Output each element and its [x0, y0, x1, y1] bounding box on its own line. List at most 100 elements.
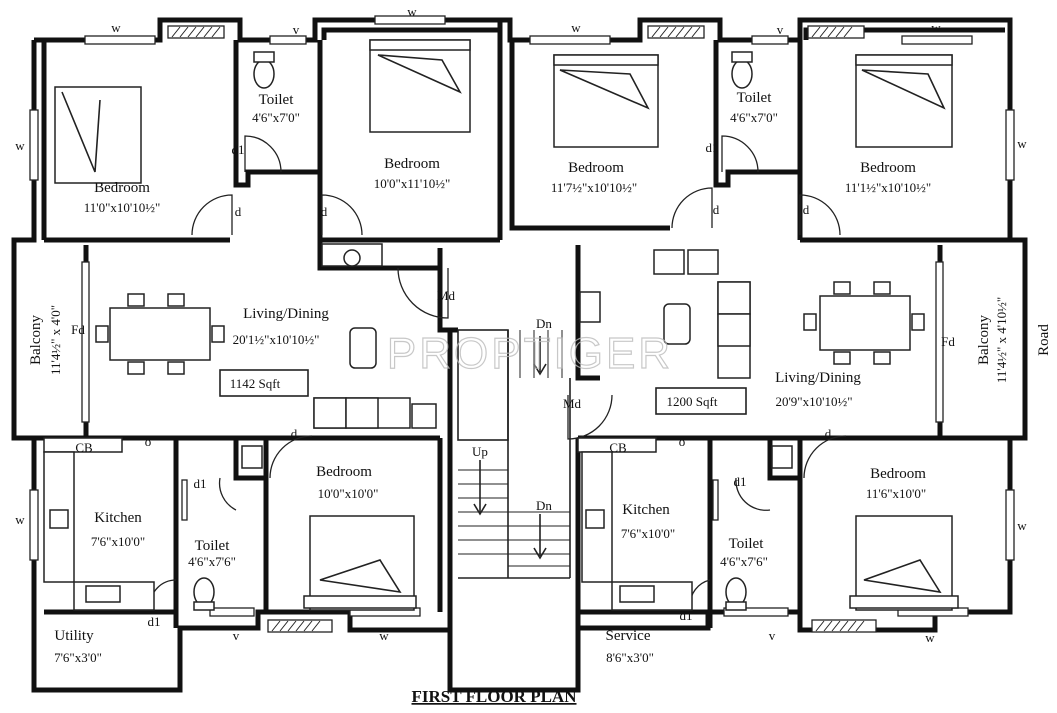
tag-fd-2: Fd [941, 334, 955, 349]
tag-v-3: v [233, 628, 240, 643]
kitchen-left-size: 7'6"x10'0" [91, 534, 145, 549]
toilet-top-right-name: Toilet [737, 90, 773, 106]
bedroom-mid-name: Bedroom [568, 160, 624, 176]
left-area-text: 1142 Sqft [230, 376, 281, 391]
bedroom-left-name: Bedroom [94, 180, 150, 196]
tag-d1-4: d1 [734, 474, 747, 489]
tag-cb-1: CB [75, 440, 93, 455]
right-unit-labels: Bedroom 11'7½"x10'10½" Toilet 4'6"x7'0" … [551, 90, 1009, 665]
bedroom-mid-size: 11'7½"x10'10½" [551, 180, 637, 195]
wc-top-right-icon [731, 59, 753, 89]
living-left-name: Living/Dining [243, 306, 329, 322]
tag-d1-2: d1 [706, 140, 719, 155]
bed-bottom-right-icon [855, 515, 953, 611]
tag-d1-6: d1 [680, 608, 693, 623]
chair-right-icon [663, 303, 691, 345]
toilet-top-right-size: 4'6"x7'0" [730, 110, 778, 125]
balcony-right-size: 11'4½" x 4'10½" [994, 297, 1009, 383]
toilet-bottom-left-name: Toilet [195, 538, 231, 554]
dining-table-left-icon [109, 307, 211, 361]
tag-d-3: d [713, 202, 720, 217]
tag-w-5: w [15, 138, 25, 153]
kitchen-cabinet-right-icon [577, 437, 657, 453]
toilet-bottom-right-name: Toilet [729, 536, 765, 552]
bed-top-left-icon [369, 39, 471, 133]
left-unit-labels: Bedroom 11'0"x10'10½" Toilet 4'6"x7'0" B… [28, 92, 450, 665]
living-furniture [95, 243, 925, 429]
tag-d1-3: d1 [194, 476, 207, 491]
bedroom-bottom-left-size: 10'0"x10'0" [318, 486, 379, 501]
left-balcony-door [81, 261, 90, 423]
fixtures [43, 51, 793, 611]
staircase [457, 329, 571, 579]
tag-w-2: w [407, 4, 417, 19]
tag-w-9: w [379, 628, 389, 643]
stove-right-icon [619, 585, 655, 603]
service-name: Service [606, 628, 651, 644]
kitchen-right-size: 7'6"x10'0" [621, 526, 675, 541]
sink-left-icon [49, 509, 69, 529]
windows [29, 15, 1015, 633]
tag-w-6: w [1017, 136, 1027, 151]
tag-d-4: d [803, 202, 810, 217]
bed-top-right-icon [553, 54, 659, 148]
tag-up: Up [472, 444, 488, 459]
chair-left-icon [349, 327, 377, 369]
tag-md-1: Md [437, 288, 456, 303]
tag-d-6: d [825, 426, 832, 441]
tag-w-4: w [931, 20, 941, 35]
tag-d1-5: d1 [148, 614, 161, 629]
utility-size: 7'6"x3'0" [54, 650, 102, 665]
tag-w-10: w [925, 630, 935, 645]
right-balcony-door [935, 261, 944, 423]
tag-d-1: d [235, 204, 242, 219]
annotation-tags: w v w w v w w w w w w v v w d1 d1 d d d … [15, 4, 1027, 645]
balcony-left-size: 11'4½" x 4'0" [48, 305, 63, 375]
wc-top-left-icon [253, 59, 275, 89]
plan-title: FIRST FLOOR PLAN [412, 687, 578, 706]
kitchen-left-name: Kitchen [94, 510, 142, 526]
service-size: 8'6"x3'0" [606, 650, 654, 665]
kitchen-right-name: Kitchen [622, 502, 670, 518]
tag-dn-1: Dn [536, 316, 552, 331]
bedroom-bottom-left-name: Bedroom [316, 464, 372, 480]
living-right-size: 20'9"x10'10½" [775, 394, 852, 409]
tag-cb-2: CB [609, 440, 627, 455]
living-left-size: 20'1½"x10'10½" [233, 332, 320, 347]
tag-w-1: w [111, 20, 121, 35]
tag-d1-1: d1 [232, 142, 245, 157]
right-area-text: 1200 Sqft [667, 394, 718, 409]
tag-md-2: Md [563, 396, 582, 411]
bedroom-bottom-right-name: Bedroom [870, 466, 926, 482]
toilet-bottom-left-size: 4'6"x7'6" [188, 554, 236, 569]
tag-fd-1: Fd [71, 322, 85, 337]
left-area-box [219, 369, 309, 397]
tag-o-2: o [679, 434, 686, 449]
watermark: PROPTIGER [387, 329, 673, 378]
tag-dn-2: Dn [536, 498, 552, 513]
tag-o-1: o [145, 434, 152, 449]
bedroom-left-size: 11'0"x10'10½" [84, 200, 161, 215]
tag-w-8: w [1017, 518, 1027, 533]
bed-right-icon [855, 54, 953, 148]
tag-w-3: w [571, 20, 581, 35]
tag-d-2: d [321, 204, 328, 219]
toilet-top-left-name: Toilet [259, 92, 295, 108]
bedroom-right-name: Bedroom [860, 160, 916, 176]
dining-table-right-icon [819, 295, 911, 351]
toilet-top-left-size: 4'6"x7'0" [252, 110, 300, 125]
bedroom-top-left-size: 10'0"x11'10½" [374, 176, 451, 191]
bedroom-right-size: 11'1½"x10'10½" [845, 180, 931, 195]
stove-left-icon [85, 585, 121, 603]
right-area-box [655, 387, 747, 415]
toilet-bottom-right-size: 4'6"x7'6" [720, 554, 768, 569]
bed-bottom-left-icon [309, 515, 415, 611]
balcony-left-name: Balcony [28, 315, 44, 365]
utility-name: Utility [54, 628, 94, 644]
balcony-right-name: Balcony [976, 315, 992, 365]
beds [54, 39, 959, 611]
living-right-name: Living/Dining [775, 370, 861, 386]
sink-right-icon [585, 509, 605, 529]
